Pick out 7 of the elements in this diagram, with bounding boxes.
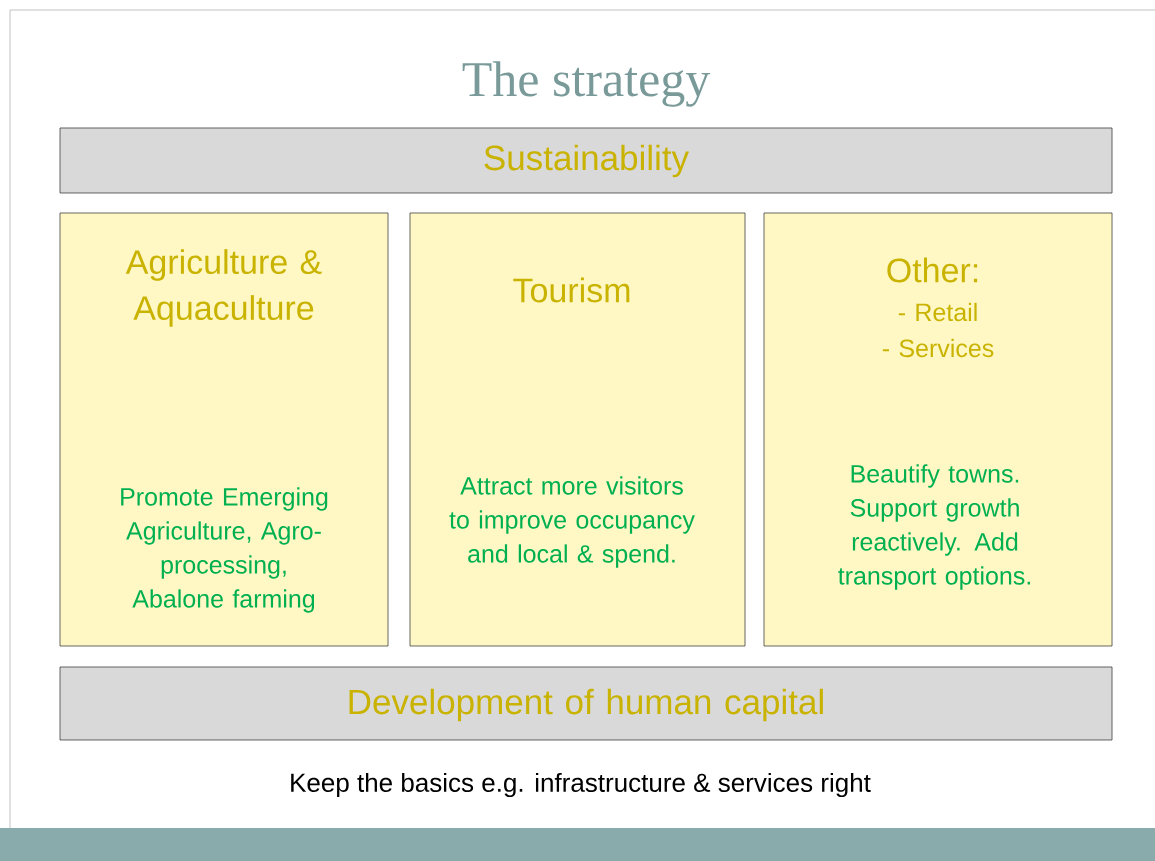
band: Sustainability (59, 127, 1113, 194)
title: The strategy (462, 61, 711, 107)
band: Development of human capital (59, 666, 1113, 741)
category-box: Agriculture & Aquaculture Promote Emerging Agriculture, Agro-processing, Abalone farming (59, 212, 389, 647)
category-box: Tourism Attract more visitors to improve occupancy and local & spend. (409, 212, 746, 647)
note: Keep the basics e.g. infrastructure & services right (291, 772, 871, 798)
category-box: Other: - Retail - Services Beautify towns. Support growth reactively. Add transport options. (763, 212, 1113, 647)
